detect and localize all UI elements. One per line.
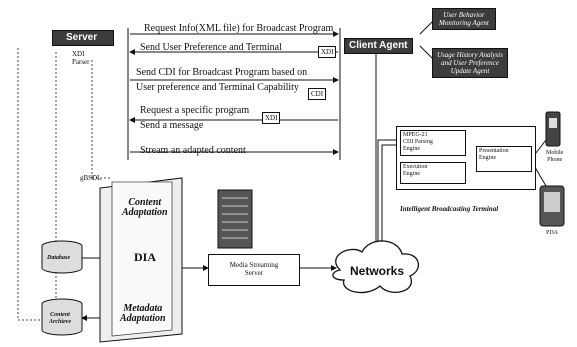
message-1: Request Info(XML file) for Broadcast Pro… xyxy=(144,23,334,34)
message-2: Send User Preference and Terminal xyxy=(140,42,282,53)
media-streaming-server-box: Media Streaming Server xyxy=(208,254,300,286)
cdi-parsing-engine-box: MPEG-21 CDI Parsing Engine xyxy=(400,130,466,156)
message-3: Send CDI for Broadcast Program based on xyxy=(136,67,308,78)
execution-engine-box: Execution Engine xyxy=(400,162,466,184)
database-label: Database xyxy=(47,255,70,261)
dia-label: DIA xyxy=(134,250,157,264)
server-parser-label: XDI Parser xyxy=(72,50,90,66)
cdi-document-icon: CDI xyxy=(308,88,327,100)
content-archive-label: Content Archieve xyxy=(49,312,71,325)
message-4: User preference and Terminal Capability xyxy=(136,82,299,93)
xdi-document-icon-2: XDI xyxy=(262,112,281,124)
server-box xyxy=(52,30,114,46)
gbsdl-label: gBSDL xyxy=(80,174,102,182)
pda-label: PDA xyxy=(546,230,559,236)
networks-label: Networks xyxy=(350,264,405,278)
user-behavior-agent-box: User Behavior Monitoring Agent xyxy=(432,8,496,30)
presentation-engine-box: Presentation Engine xyxy=(476,146,532,172)
metadata-adaptation-label: Metadata Adaptation xyxy=(120,303,166,324)
terminal-label: Intelligent Broadcasting Terminal xyxy=(400,205,499,213)
message-7: Stream an adapted content xyxy=(140,145,246,156)
usage-history-agent-box: Usage History Analysis and User Preferen… xyxy=(432,48,508,78)
xdi-document-icon: XDI xyxy=(318,46,337,58)
message-5: Request a specific program xyxy=(140,105,250,116)
message-6: Send a message xyxy=(140,120,204,131)
content-adaptation-label: Content Adaptation xyxy=(122,197,168,218)
mobile-phone-label: Mobile Phone xyxy=(546,150,564,163)
server-title: Server xyxy=(66,32,98,43)
client-agent-box: Client Agent xyxy=(344,38,413,54)
